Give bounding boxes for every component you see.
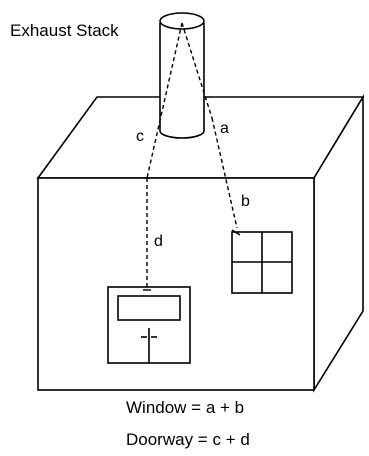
segment-d-label: d <box>154 233 163 250</box>
segment-b-line <box>211 117 238 229</box>
segment-c-line <box>146 22 183 179</box>
exhaust-stack <box>159 12 205 139</box>
stack-body <box>159 23 205 139</box>
segment-a-label: a <box>220 120 229 137</box>
segment-c-label: c <box>136 128 144 145</box>
window <box>231 231 293 294</box>
segment-b-label: b <box>241 193 250 210</box>
door-transom <box>117 295 181 321</box>
exhaust-stack-label: Exhaust Stack <box>10 21 119 40</box>
junction-markers <box>143 177 241 291</box>
window-formula: Window = a + b <box>126 398 244 417</box>
marker-window <box>231 229 241 236</box>
doorway <box>107 286 191 364</box>
stack-top-opening <box>159 12 205 30</box>
doorway-formula: Doorway = c + d <box>126 430 250 449</box>
distance-paths <box>146 22 238 287</box>
segment-a-line <box>181 22 213 119</box>
building <box>36 94 365 393</box>
